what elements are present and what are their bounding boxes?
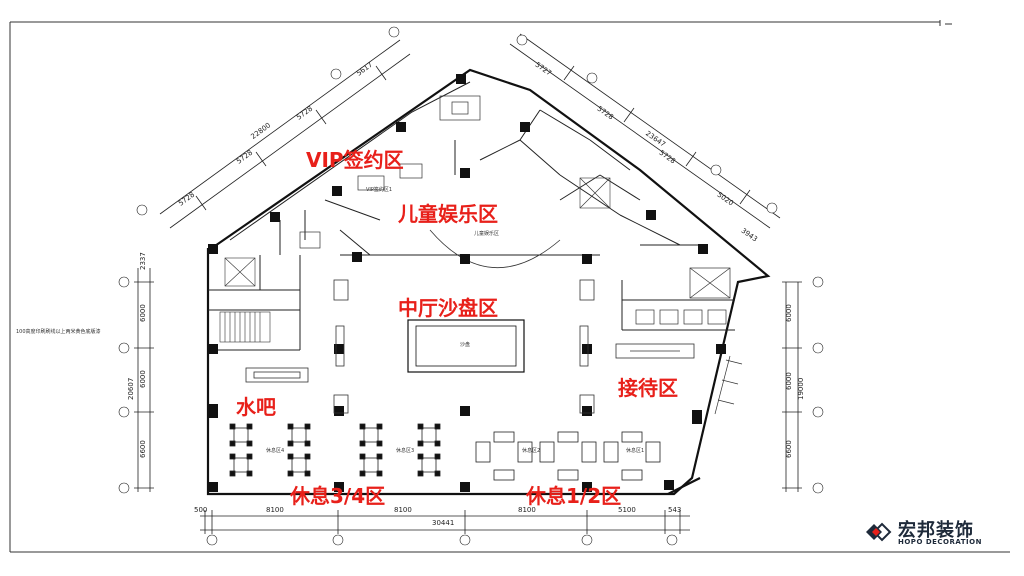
reception-desk (615, 343, 695, 359)
label-sand: 沙盘 (460, 342, 471, 348)
label-vip-small: VIP签约区1 (366, 187, 393, 193)
dim-bottom-2: 8100 (394, 506, 412, 514)
label-kids-small: 儿童娱乐区 (474, 231, 500, 237)
bottom-dimension-line (200, 510, 690, 534)
building-outline (206, 68, 771, 496)
logo-chinese-text: 宏邦装饰 (898, 520, 974, 541)
label-rest-1: 休息区1 (626, 448, 645, 454)
zone-label-vip: VIP签约区 (306, 148, 404, 172)
dim-bottom-1: 8100 (266, 506, 284, 514)
entrance-door (714, 355, 743, 415)
zone-label-kids: 儿童娱乐区 (398, 202, 498, 226)
dim-bottom-5: 543 (668, 506, 682, 514)
bottom-axis-markers (206, 534, 678, 546)
vip-furniture (299, 95, 481, 249)
reception-seating (635, 267, 731, 325)
zone-label-sandtable: 中厅沙盘区 (398, 296, 498, 320)
logo-english-text: HOPO DECORATION (898, 538, 982, 546)
sand-table (407, 319, 525, 373)
columns (208, 74, 726, 492)
rest-34-tables (229, 423, 441, 477)
label-rest-3: 休息区3 (396, 448, 415, 454)
dim-right-1: 6000 (785, 372, 793, 390)
bar-counter (245, 367, 309, 383)
zone-label-bar: 水吧 (236, 395, 276, 419)
dim-left-1: 6000 (139, 304, 147, 322)
dim-left-0: 2337 (139, 252, 147, 270)
rest-12-sofas (475, 431, 661, 481)
stairs (219, 177, 611, 343)
logo-mark-icon (866, 522, 892, 542)
label-rest-2: 休息区2 (522, 448, 541, 454)
top-left-axis-markers (136, 26, 400, 216)
label-rest-4: 休息区4 (266, 448, 285, 454)
company-logo: 宏邦装饰 HOPO DECORATION (858, 514, 998, 552)
left-axis-markers (118, 276, 130, 494)
right-dimension-line (782, 281, 802, 492)
zone-label-rest34: 休息3/4区 (290, 484, 386, 508)
top-right-dimension-line (509, 33, 781, 229)
left-dimension-line (134, 268, 154, 492)
top-right-axis-markers (516, 34, 778, 214)
dim-bottom-4: 5100 (618, 506, 636, 514)
dim-left-3: 6600 (139, 440, 147, 458)
label-note: 100高度印刷刷线以上两米黄色底版漆 (16, 329, 101, 335)
dim-bottom-total: 30441 (432, 519, 455, 527)
dim-bottom-0: 500 (194, 506, 208, 514)
hall-seating (333, 279, 595, 414)
zone-label-rest12: 休息1/2区 (526, 484, 622, 508)
dim-bottom-3: 8100 (518, 506, 536, 514)
dim-left-total: 20607 (127, 377, 135, 400)
kids-area-arc (429, 229, 561, 269)
top-left-dimension-line (159, 39, 411, 229)
sheet-border (9, 20, 1010, 553)
dim-right-2: 6600 (785, 440, 793, 458)
dim-left-2: 6000 (139, 370, 147, 388)
dim-right-total: 19000 (797, 377, 805, 400)
right-axis-markers (812, 276, 824, 494)
zone-label-reception: 接待区 (618, 376, 678, 400)
dim-right-0: 6000 (785, 304, 793, 322)
